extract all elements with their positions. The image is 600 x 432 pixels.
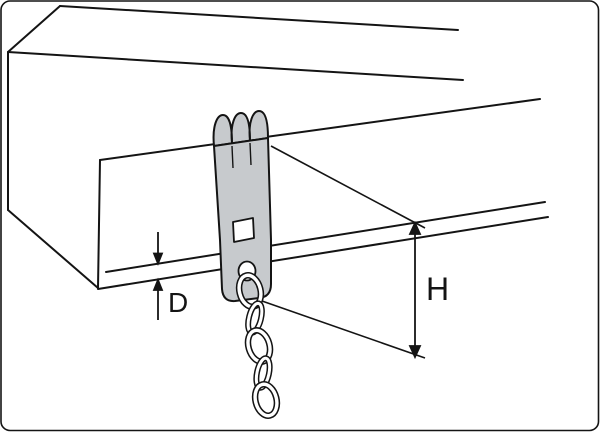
clip-slot-lines bbox=[231, 142, 252, 169]
dimension-h-label: H bbox=[426, 271, 449, 307]
beam-left-end-bottom-edge bbox=[7, 209, 99, 289]
dimension-d-label: D bbox=[168, 287, 188, 318]
dim-d-down-arrowhead bbox=[152, 252, 164, 266]
dim-h-up-arrowhead bbox=[408, 220, 422, 235]
beam-left-end-top-edge bbox=[7, 5, 61, 53]
beam-front-wall-left-edge bbox=[97, 159, 101, 289]
beam-top-inner-edge bbox=[7, 51, 464, 81]
beam-front-lip-edge bbox=[99, 98, 541, 161]
dimension-h: H bbox=[261, 145, 449, 360]
dim-h-down-arrowhead bbox=[408, 345, 422, 360]
dim-h-bottom-leader bbox=[261, 300, 426, 359]
beam-channel bbox=[7, 5, 549, 290]
dim-d-up-arrowhead bbox=[152, 277, 164, 291]
clip-square-hole bbox=[232, 217, 255, 243]
beam-front-bottom-edge bbox=[97, 216, 549, 290]
beam-top-back-edge bbox=[59, 5, 459, 31]
clip-curl bbox=[212, 110, 269, 147]
dim-h-top-leader bbox=[270, 145, 426, 229]
hanger-clip bbox=[212, 110, 272, 303]
chain bbox=[235, 272, 281, 419]
beam-front-hem-line bbox=[105, 201, 546, 273]
chain-link bbox=[251, 381, 281, 419]
dimension-d: D bbox=[152, 232, 188, 320]
